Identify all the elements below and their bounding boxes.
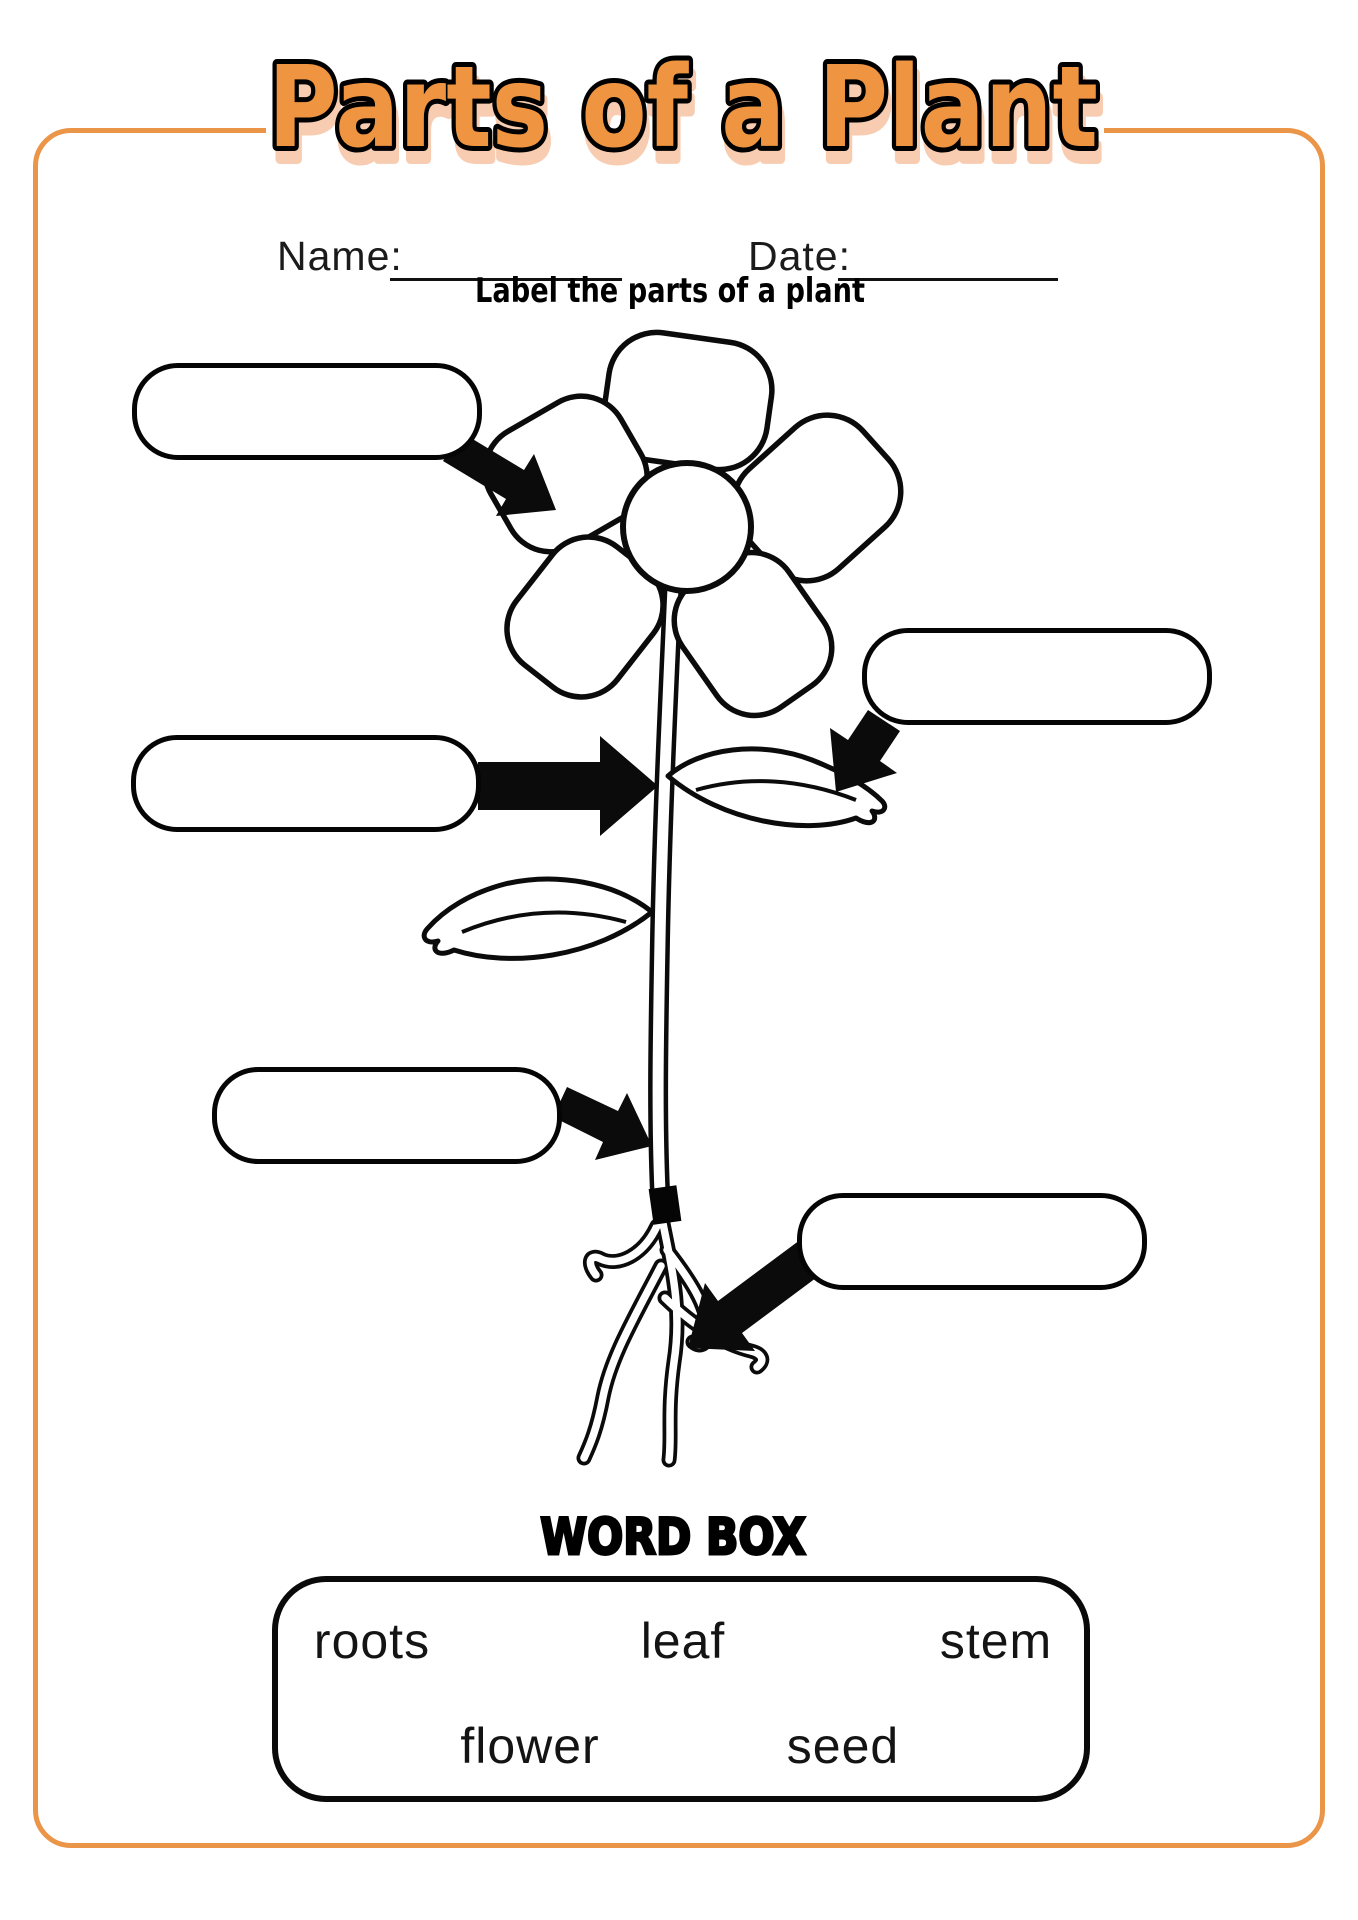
- page-title: Parts of a Plant Parts of a Plant: [263, 38, 1106, 191]
- seed-band: [648, 1185, 682, 1225]
- leaf-left-midrib: [461, 910, 627, 934]
- word-box: [272, 1576, 1090, 1802]
- page-title-shadow-text: Parts of a Plant: [271, 56, 1101, 186]
- label-box-leaf[interactable]: [862, 628, 1212, 725]
- name-label: Name:: [277, 233, 403, 279]
- word-box-heading: WORD BOX: [539, 1507, 807, 1568]
- label-box-flower[interactable]: [132, 363, 482, 460]
- word-flower: flower: [460, 1718, 600, 1774]
- arrow-to-leaf: [830, 710, 900, 792]
- label-box-roots[interactable]: [797, 1193, 1147, 1290]
- root-inner: [586, 1222, 661, 1279]
- word-leaf: leaf: [640, 1613, 726, 1669]
- date-write-line[interactable]: [838, 278, 1058, 281]
- arrow-to-stem: [478, 736, 658, 836]
- title-border-gap: [266, 120, 1104, 138]
- root-strand: [582, 1218, 665, 1283]
- arrow-to-roots: [688, 1240, 824, 1351]
- instruction-text: Label the parts of a plant: [475, 271, 865, 311]
- stem-inner: [652, 582, 679, 1198]
- label-box-stem[interactable]: [131, 735, 481, 832]
- date-label: Date:: [748, 233, 851, 279]
- word-roots: roots: [313, 1613, 431, 1669]
- arrow-to-seed: [553, 1087, 652, 1160]
- root-inner: [580, 1262, 665, 1462]
- page-title-text: Parts of a Plant: [268, 43, 1098, 173]
- word-stem: stem: [939, 1613, 1053, 1669]
- arrow-to-flower: [443, 432, 556, 516]
- label-box-seed[interactable]: [212, 1067, 562, 1164]
- leaf-left: [421, 876, 655, 961]
- word-seed: seed: [786, 1718, 900, 1774]
- name-write-line[interactable]: [390, 278, 622, 281]
- leaf-right-midrib: [695, 779, 857, 802]
- flower-center: [620, 460, 754, 594]
- leaf-right: [665, 746, 888, 829]
